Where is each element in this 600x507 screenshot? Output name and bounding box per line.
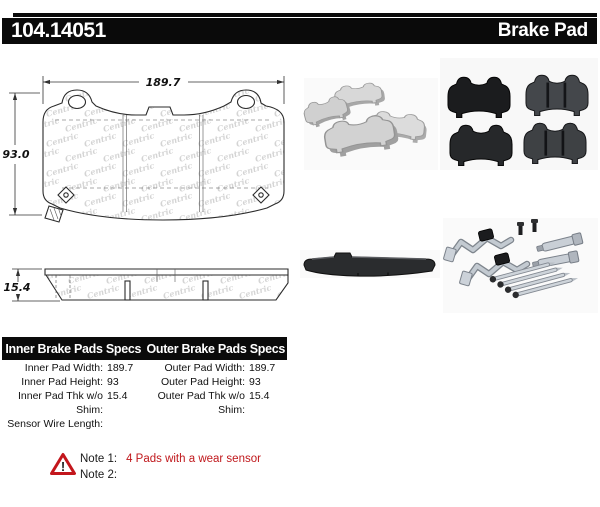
page-title: Brake Pad [497,19,589,41]
side-thickness-dimension: 15.4 [3,281,30,294]
spec-row: Inner Pad Height: 93 [0,375,145,389]
spec-value: 189.7 [249,362,276,374]
outer-specs-table: Outer Pad Width: 189.7 Outer Pad Height:… [145,361,287,417]
svg-text:Centric: Centric [219,267,254,286]
spec-row: Outer Pad Thk w/o Shim: 15.4 [145,389,287,417]
sensor-clip [443,228,515,263]
spec-row: Outer Pad Height: 93 [145,375,287,389]
right-ear-hole [236,94,256,110]
specs-header-bar: Inner Brake Pads Specs Outer Brake Pads … [2,337,287,360]
black-pad-backing [523,122,587,165]
right-slot [202,280,209,301]
svg-text:Centric: Centric [273,160,300,179]
svg-text:Centric: Centric [273,130,300,149]
guide-pin [536,232,584,252]
wear-sensor-tab [44,205,64,223]
part-number: 104.14051 [11,18,106,42]
svg-text:Centric: Centric [67,267,102,286]
spec-value: 93 [249,376,261,388]
spec-label: Inner Pad Thk w/o Shim: [17,390,103,416]
top-rule [13,13,597,17]
notes-section: Note 1: 4 Pads with a wear sensor Note 2… [80,451,261,483]
spec-label: Inner Pad Width: [24,362,103,374]
note-text: 4 Pads with a wear sensor [126,453,261,465]
spec-value: 93 [107,376,119,388]
spec-row: Inner Pad Thk w/o Shim: 15.4 [0,389,145,417]
svg-text:Centric: Centric [143,267,178,286]
svg-text:Centric: Centric [254,85,289,104]
svg-text:!: ! [61,459,65,474]
spec-row: Sensor Wire Length: [0,417,145,431]
retaining-pins [489,262,579,299]
note-1: Note 1: 4 Pads with a wear sensor [80,451,261,467]
spec-label: Outer Pad Height: [160,376,245,388]
spec-label: Outer Pad Thk w/o Shim: [157,390,245,416]
front-height-dimension: 93.0 [2,148,29,161]
svg-text:Centric: Centric [257,267,292,286]
spec-label: Inner Pad Height: [21,376,103,388]
spec-label: Sensor Wire Length: [7,418,103,430]
svg-text:Centric: Centric [181,267,216,286]
left-slot [124,280,131,301]
svg-text:Centric: Centric [273,190,300,209]
note-2: Note 2: [80,467,261,483]
note-label: Note 1: [80,453,118,465]
black-pads-photo [440,58,598,170]
sensor-clip [459,252,531,287]
small-bolt [517,222,524,235]
svg-text:Centric: Centric [105,267,140,286]
spec-row: Outer Pad Width: 189.7 [145,361,287,375]
black-pad-backing [525,74,589,117]
svg-text:Centric: Centric [102,85,137,104]
left-ear-hole [67,94,87,110]
inner-specs-title: Inner Brake Pads Specs [5,341,142,356]
svg-text:Centric: Centric [178,85,213,104]
gray-pads-photo [301,78,438,170]
spec-value: 15.4 [107,390,128,402]
small-bolt [531,219,538,232]
warning-icon: ! [50,453,76,475]
spec-value: 189.7 [107,362,134,374]
note-label: Note 2: [80,469,118,481]
spec-value: 15.4 [249,390,270,402]
spec-label: Outer Pad Width: [164,362,245,374]
outer-specs-title: Outer Brake Pads Specs [146,341,286,356]
front-width-dimension: 189.7 [146,76,181,89]
pad-edge-photo [300,250,440,278]
backing-plate-edge [44,268,289,276]
hardware-kit-photo [443,218,598,313]
spec-row: Inner Pad Width: 189.7 [0,361,145,375]
inner-specs-table: Inner Pad Width: 189.7 Inner Pad Height:… [0,361,145,431]
header-bar: 104.14051 Brake Pad [2,17,597,44]
